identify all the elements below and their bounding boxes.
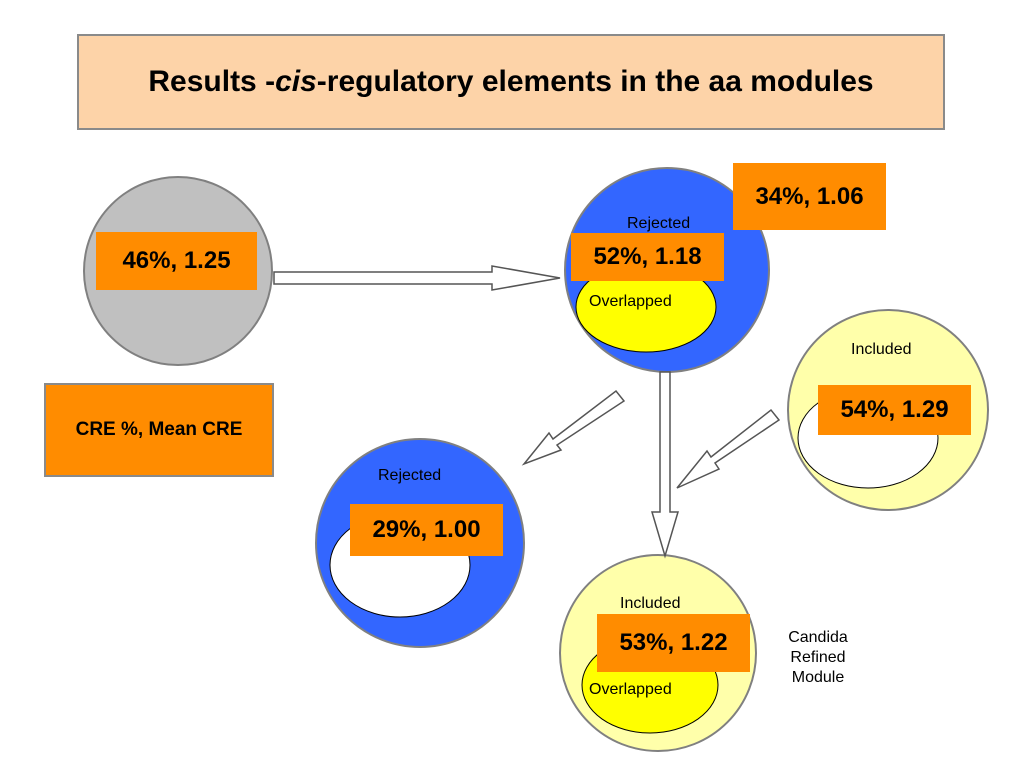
bottom-circle-label: Included bbox=[620, 595, 681, 612]
left-badge: 29%, 1.00 bbox=[350, 504, 503, 556]
module-caption-line-2: Refined bbox=[790, 649, 846, 666]
arrow-top-to-bottom bbox=[650, 371, 680, 559]
right-circle-label: Included bbox=[851, 341, 912, 358]
bottom-overlapped-label: Overlapped bbox=[589, 681, 672, 698]
module-caption-line-1: Candida bbox=[788, 629, 848, 646]
gray-badge: 46%, 1.25 bbox=[96, 232, 257, 290]
title-suffix: -regulatory elements in the aa modules bbox=[316, 65, 874, 98]
bottom-badge: 53%, 1.22 bbox=[597, 614, 750, 672]
title-italic: cis bbox=[275, 65, 317, 98]
top-circle-label: Rejected bbox=[627, 215, 691, 232]
arrow-top-to-left bbox=[521, 389, 626, 466]
left-circle-label: Rejected bbox=[378, 467, 442, 484]
top-outer-badge: 34%, 1.06 bbox=[733, 163, 886, 230]
arrow-right-to-bottom bbox=[676, 408, 781, 489]
module-caption-line-3: Module bbox=[791, 669, 845, 686]
arrow-gray-to-top bbox=[273, 265, 561, 291]
module-caption: Candida Refined Module bbox=[770, 628, 866, 688]
legend-box: CRE %, Mean CRE bbox=[44, 383, 274, 477]
page-title: Results - cis-regulatory elements in the… bbox=[77, 34, 945, 130]
right-badge: 54%, 1.29 bbox=[818, 385, 971, 435]
top-overlapped-label: Overlapped bbox=[589, 293, 672, 310]
title-prefix: Results - bbox=[148, 65, 276, 98]
top-badge: 52%, 1.18 bbox=[571, 233, 724, 281]
